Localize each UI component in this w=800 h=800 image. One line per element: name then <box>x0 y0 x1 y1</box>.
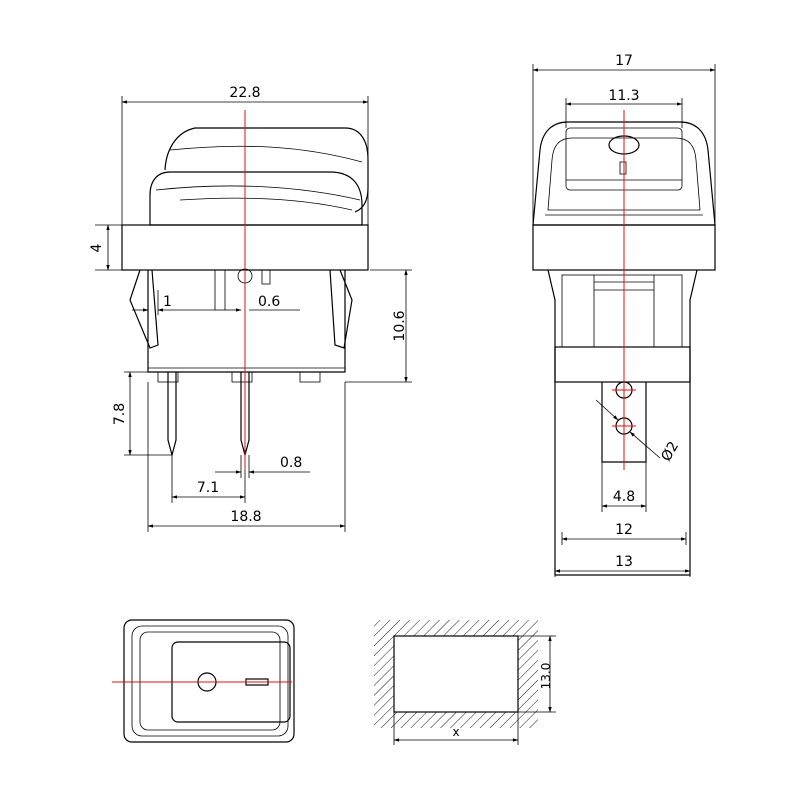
top-view <box>112 619 295 743</box>
dim-0-6: 0.6 <box>258 294 280 310</box>
rocker-cap <box>149 171 363 226</box>
dim-7-1: 7.1 <box>197 480 219 496</box>
side-view: 22.8 4 1 0.6 10.6 7.8 0.8 <box>89 85 412 532</box>
dim-1: 1 <box>163 294 172 310</box>
dim-22-8: 22.8 <box>229 85 260 101</box>
dim-x: x <box>452 725 459 739</box>
dim-4-8: 4.8 <box>613 489 635 505</box>
terminal-pin-left <box>167 372 177 458</box>
dim-4: 4 <box>89 243 105 252</box>
dim-10-6: 10.6 <box>392 310 408 341</box>
front-body-frame <box>547 269 698 576</box>
dim-17: 17 <box>615 53 633 69</box>
front-rocker-cap <box>532 121 716 226</box>
front-indicator-i <box>619 161 627 175</box>
dim-18-8: 18.8 <box>230 509 261 525</box>
dim-13: 13 <box>615 554 633 570</box>
dim-7-8: 7.8 <box>112 403 128 425</box>
panel-cutout-view: 13.0 x <box>374 620 556 745</box>
top-outer-frame <box>123 619 295 743</box>
dim-13-0: 13.0 <box>539 663 553 690</box>
left-clip <box>129 269 159 349</box>
panel-cutout <box>393 635 519 713</box>
switch-body <box>147 270 346 373</box>
dim-11-3: 11.3 <box>608 88 639 104</box>
panel-hatching <box>374 620 538 728</box>
right-clip <box>329 269 353 349</box>
dim-12: 12 <box>615 522 633 538</box>
dim-diameter-2: Ø2 <box>658 439 682 464</box>
front-view: 17 11.3 Ø2 4.8 12 13 <box>532 53 716 577</box>
dim-0-8: 0.8 <box>280 455 302 471</box>
